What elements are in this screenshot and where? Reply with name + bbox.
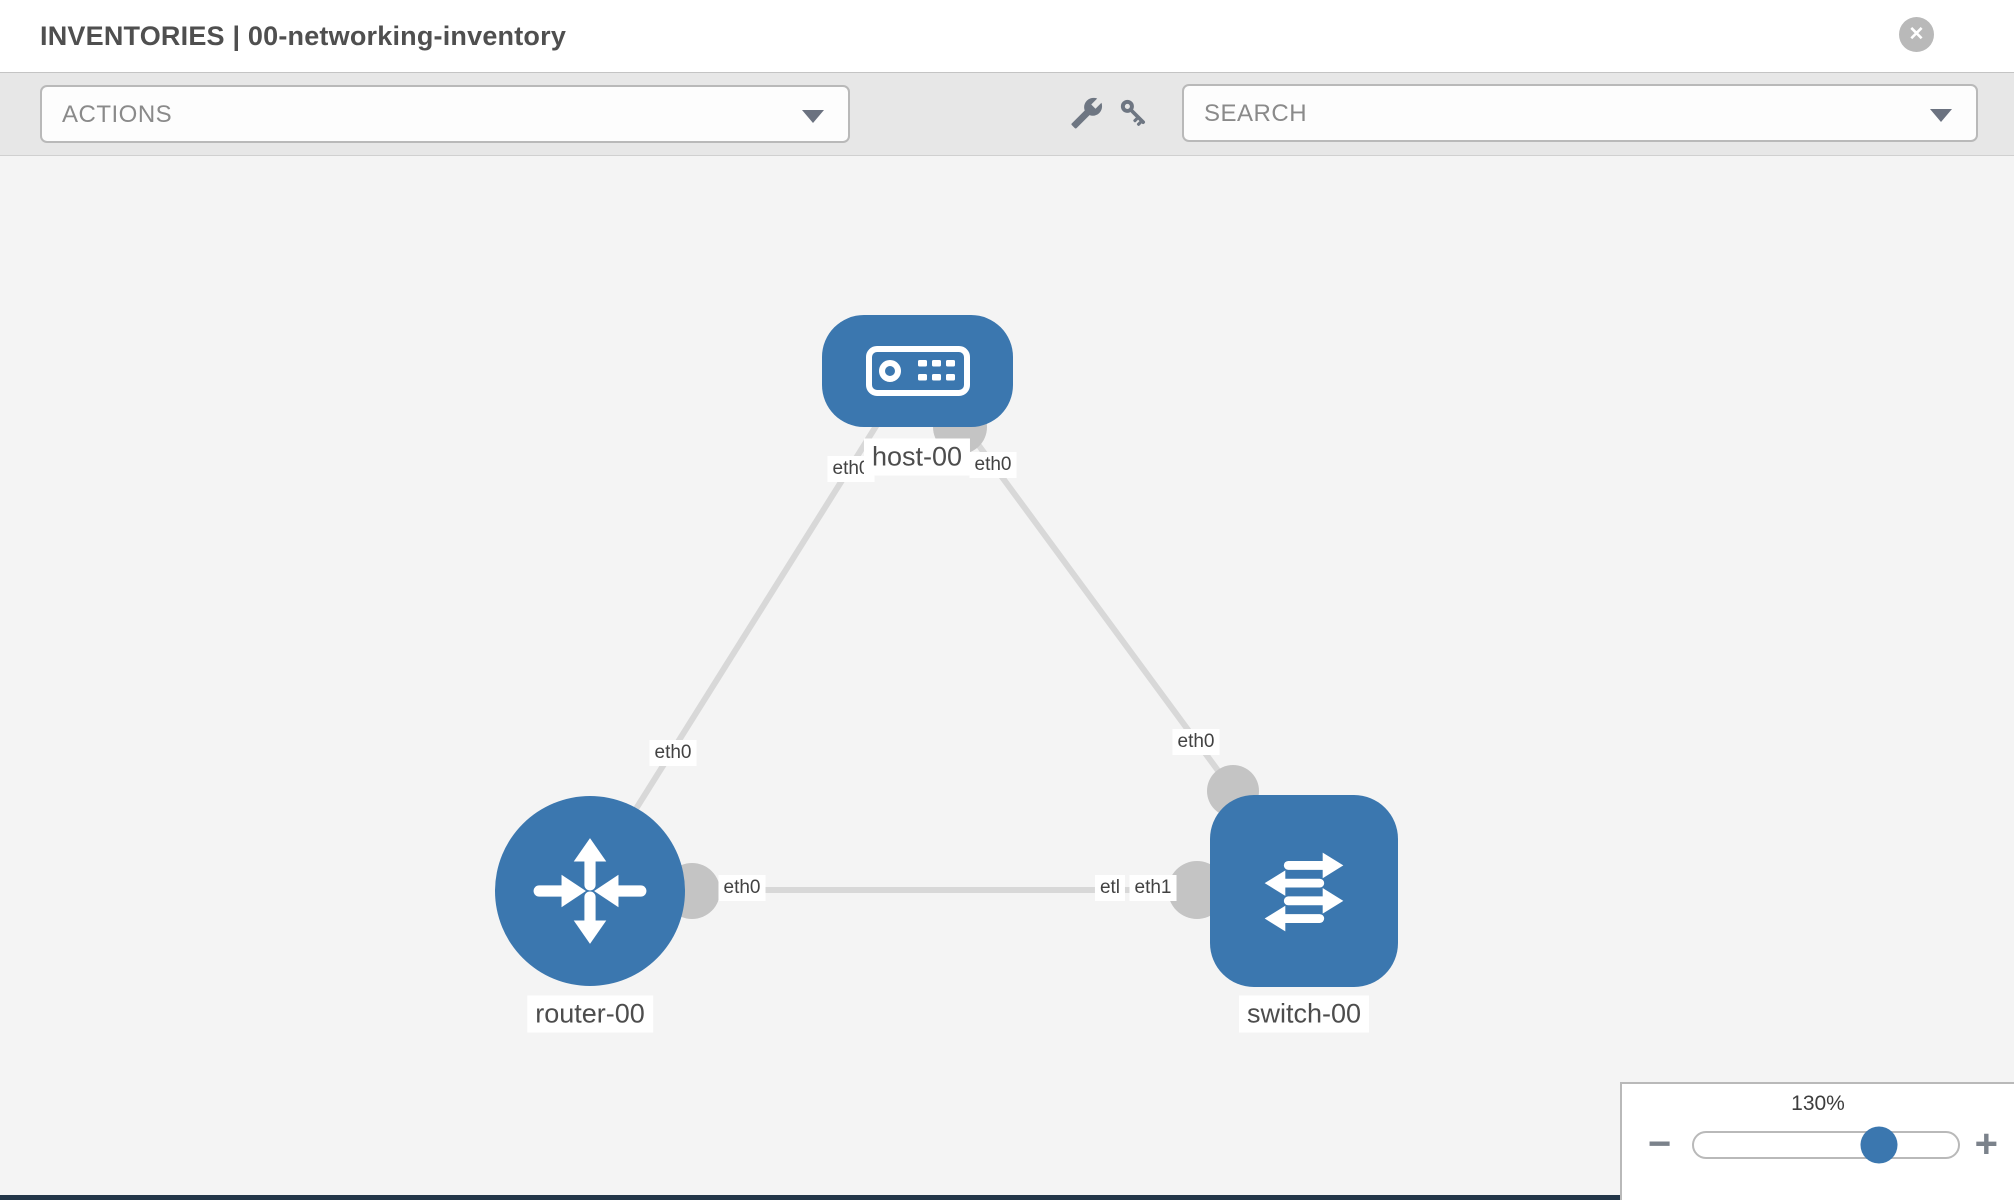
switch-arrows-icon — [1264, 852, 1344, 932]
zoom-slider-thumb[interactable] — [1860, 1126, 1898, 1164]
page-title: INVENTORIES | 00-networking-inventory — [40, 21, 567, 51]
iface-label-host-right: eth0 — [969, 452, 1017, 478]
node-label-host: host-00 — [863, 438, 971, 476]
chevron-down-icon — [802, 110, 824, 123]
router-arrows-icon — [533, 838, 647, 944]
close-icon[interactable]: ✕ — [1899, 17, 1934, 52]
iface-label-switch-top: eth0 — [1172, 729, 1220, 755]
chevron-down-icon — [1930, 109, 1952, 122]
topology-canvas[interactable] — [0, 156, 2014, 1200]
search-dropdown[interactable]: SEARCH — [1182, 84, 1978, 142]
zoom-slider[interactable] — [1692, 1126, 1960, 1164]
search-dropdown-label: SEARCH — [1204, 100, 1308, 127]
zoom-in-plus-icon[interactable]: + — [1974, 1122, 1998, 1166]
actions-dropdown-label: ACTIONS — [62, 101, 173, 128]
node-router-00[interactable] — [495, 796, 685, 986]
node-switch-00[interactable] — [1210, 795, 1398, 987]
iface-label-router-right: eth0 — [718, 875, 766, 901]
zoom-panel: 130% − + — [1620, 1082, 2014, 1200]
iface-label-switch-left-clipped: etl — [1094, 875, 1126, 901]
node-label-router: router-00 — [527, 995, 653, 1033]
bottom-panel-edge — [0, 1195, 2014, 1200]
zoom-level-value: 130% — [1791, 1092, 1845, 1115]
toolbar: ACTIONS SEARCH — [0, 72, 2014, 156]
node-label-switch: switch-00 — [1238, 995, 1370, 1033]
node-host-00[interactable] — [822, 315, 1013, 427]
zoom-out-minus-icon[interactable]: − — [1648, 1122, 1672, 1166]
host-device-icon — [865, 346, 970, 396]
key-icon[interactable] — [1117, 96, 1151, 130]
iface-label-switch-left: eth1 — [1129, 875, 1177, 901]
iface-label-router-top: eth0 — [649, 740, 697, 766]
panel-header: INVENTORIES | 00-networking-inventory ✕ — [0, 0, 2014, 72]
wrench-icon[interactable] — [1070, 96, 1104, 130]
actions-dropdown[interactable]: ACTIONS — [40, 85, 850, 143]
